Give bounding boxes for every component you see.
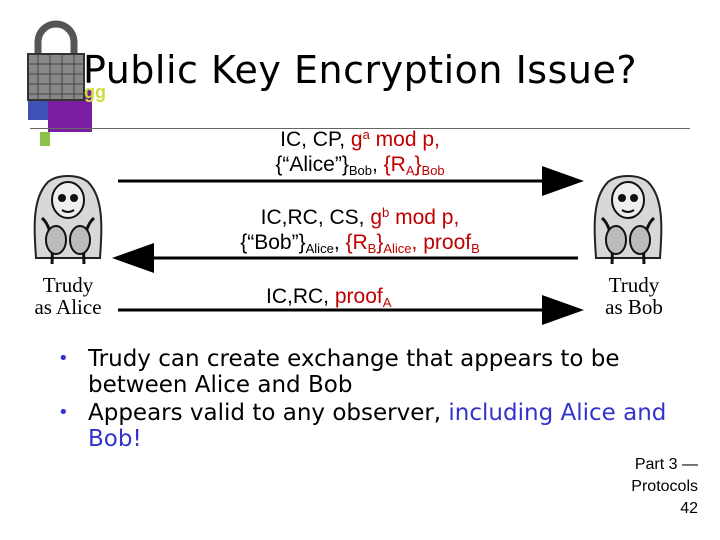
slide-footer: Part 3 — Protocols 42 bbox=[631, 454, 698, 520]
message-2-line2: {“Bob”}Alice, {RB}Alice, proofB bbox=[240, 231, 480, 256]
bullet-dot-icon: • bbox=[58, 402, 69, 423]
page-number: 42 bbox=[680, 500, 698, 517]
message-1-line1: IC, CP, ga mod p, bbox=[280, 127, 440, 151]
message-2-line1: IC,RC, CS, gb mod p, bbox=[260, 205, 460, 229]
bullet-item-1: • Trudy can create exchange that appears… bbox=[58, 346, 620, 398]
left-party-label: Trudy as Alice bbox=[8, 274, 128, 318]
right-party-label: Trudy as Bob bbox=[574, 274, 694, 318]
footer-section: Protocols bbox=[631, 478, 698, 495]
right-party-line2: as Bob bbox=[605, 295, 663, 319]
right-party-line1: Trudy bbox=[608, 273, 660, 297]
message-2: IC,RC, CS, gb mod p, {“Bob”}Alice, {RB}A… bbox=[170, 200, 550, 261]
message-1: IC, CP, ga mod p, {“Alice”}Bob, {RA}Bob bbox=[180, 122, 540, 183]
trudy-figure-left-icon bbox=[28, 168, 108, 268]
bullet-item-2: • Appears valid to any observer, includi… bbox=[58, 400, 667, 452]
bullet-list: • Trudy can create exchange that appears… bbox=[50, 346, 690, 454]
title-divider bbox=[30, 128, 690, 129]
footer-part: Part 3 — bbox=[634, 456, 698, 473]
bullet-dot-icon: • bbox=[58, 348, 69, 369]
trudy-figure-right-icon bbox=[588, 168, 668, 268]
left-party-line1: Trudy bbox=[42, 273, 94, 297]
svg-text:gg: gg bbox=[84, 82, 106, 102]
slide-title: Public Key Encryption Issue? bbox=[82, 48, 638, 92]
left-party-line2: as Alice bbox=[34, 295, 102, 319]
message-3: IC,RC, proofA bbox=[266, 285, 392, 310]
padlock-logo-icon: gg bbox=[27, 20, 106, 146]
message-1-line2: {“Alice”}Bob, {RA}Bob bbox=[275, 153, 445, 178]
